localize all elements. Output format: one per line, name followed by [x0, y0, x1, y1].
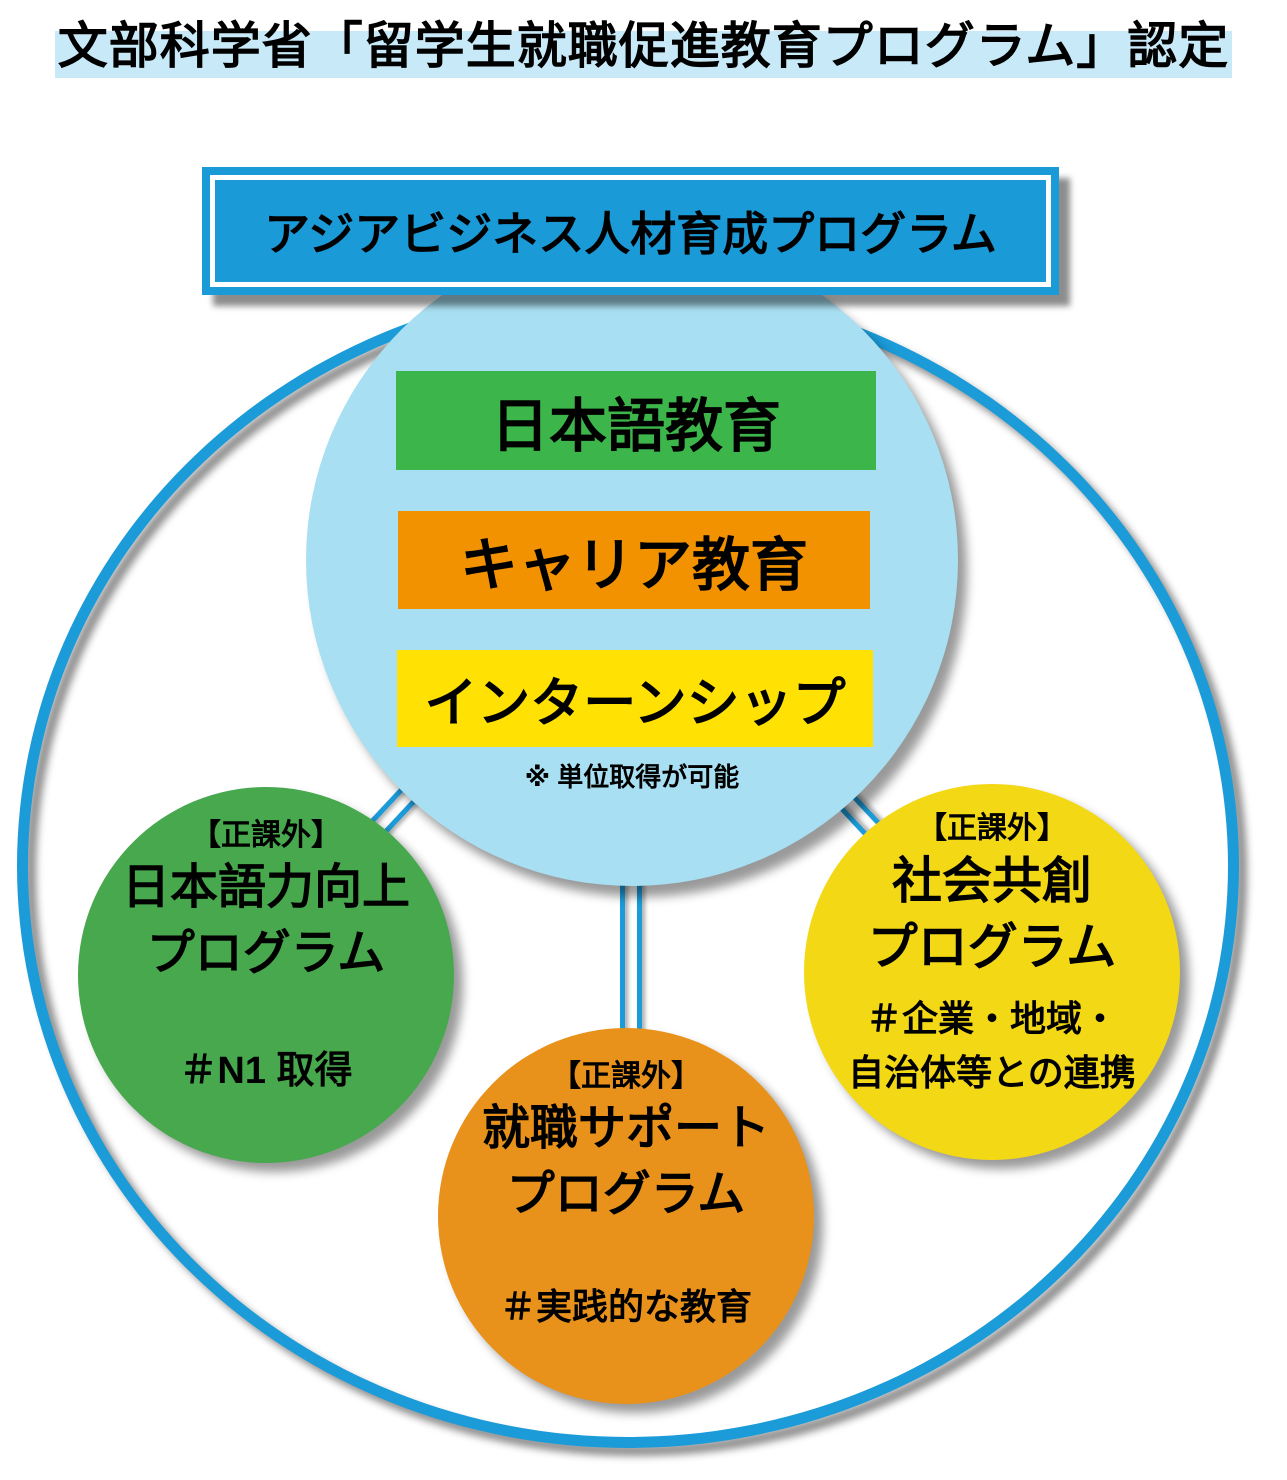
circle-job-support-program: 【正課外】 就職サポート プログラム ＃実践的な教育	[438, 1028, 814, 1404]
green-circle-title-line1: 日本語力向上	[121, 860, 410, 914]
orange-circle-title-line2: プログラム	[506, 1167, 746, 1221]
header-box-inner-frame	[210, 175, 1051, 287]
yellow-circle-title-line2: プログラム	[867, 918, 1117, 975]
extracurricular-tag: 【正課外】	[551, 1060, 701, 1093]
extracurricular-tag: 【正課外】	[191, 819, 341, 852]
bar-internship: インターンシップ	[397, 650, 873, 747]
extracurricular-tag: 【正課外】	[917, 812, 1067, 845]
yellow-circle-hashtags: ＃企業・地域・ 自治体等との連携	[848, 992, 1136, 1100]
green-circle-title-line2: プログラム	[146, 926, 386, 980]
yellow-circle-hashtag-line2: 自治体等との連携	[848, 1051, 1136, 1093]
yellow-circle-title-line1: 社会共創	[892, 852, 1092, 909]
bar-career-education-label: キャリア教育	[459, 533, 808, 598]
credit-note: ※ 単位取得が可能	[524, 762, 740, 792]
title-highlight-band	[55, 31, 1232, 78]
bar-career-education: キャリア教育	[398, 511, 870, 609]
connector-to-orange-circle	[620, 868, 642, 1040]
header-box-label: アジアビジネス人材育成プログラム	[264, 208, 997, 260]
yellow-circle-hashtag-line1: ＃企業・地域・	[865, 997, 1118, 1039]
program-header-box: アジアビジネス人材育成プログラム	[202, 167, 1059, 295]
circle-social-cocreation-program: 【正課外】 社会共創 プログラム ＃企業・地域・ 自治体等との連携	[804, 784, 1180, 1160]
bar-japanese-education-label: 日本語教育	[490, 393, 781, 459]
green-circle-hashtag: ＃N1 取得	[179, 1049, 353, 1092]
circle-japanese-skill-program: 【正課外】 日本語力向上 プログラム ＃N1 取得	[78, 787, 454, 1163]
bar-internship-label: インターンシップ	[424, 673, 846, 733]
page-title: 文部科学省「留学生就職促進教育プログラム」認定	[57, 18, 1230, 74]
orange-circle-title-line1: 就職サポート	[481, 1101, 770, 1155]
bar-japanese-education: 日本語教育	[396, 371, 876, 470]
orange-circle-hashtag: ＃実践的な教育	[499, 1285, 752, 1327]
